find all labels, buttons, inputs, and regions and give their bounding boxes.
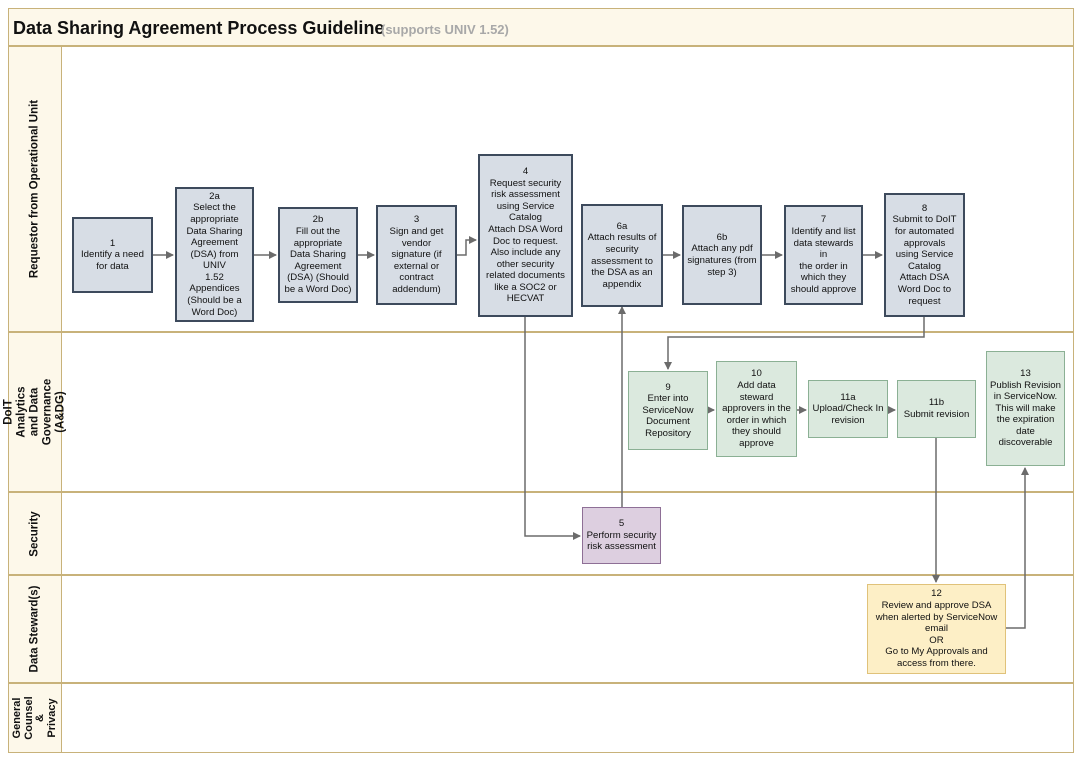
lane-header: Requestor from Operational Unit xyxy=(9,47,62,331)
step-13: 13 Publish Revision in ServiceNow. This … xyxy=(986,351,1065,466)
lane-general-counsel: General Counsel & Privacy xyxy=(8,683,1074,753)
step-number: 12 xyxy=(931,588,942,600)
page-subtitle: (supports UNIV 1.52) xyxy=(381,22,509,37)
lane-header: General Counsel & Privacy xyxy=(9,684,62,752)
lane-header: Security xyxy=(9,493,62,574)
lane-label-security: Security xyxy=(28,510,41,557)
step-5: 5 Perform security risk assessment xyxy=(582,507,661,564)
step-7: 7 Identify and list data stewards in the… xyxy=(784,205,863,305)
step-number: 6b xyxy=(716,231,728,243)
step-text: Perform security risk assessment xyxy=(586,529,657,553)
step-number: 2a xyxy=(209,190,220,202)
step-text: Review and approve DSA when alerted by S… xyxy=(875,600,998,669)
step-6b: 6b Attach any pdf signatures (from step … xyxy=(682,205,762,305)
step-4: 4 Request security risk assessment using… xyxy=(478,154,573,317)
step-number: 11b xyxy=(928,397,945,409)
step-10: 10 Add data steward approvers in the ord… xyxy=(716,361,797,457)
lane-header: DoIT Analytics and Data Governance (A&DG… xyxy=(3,333,67,491)
step-text: Submit to DoIT for automated approvals u… xyxy=(892,214,957,307)
step-11b: 11b Submit revision xyxy=(897,380,976,438)
step-number: 7 xyxy=(820,214,827,226)
step-number: 1 xyxy=(109,237,116,249)
step-3: 3 Sign and get vendor signature (if exte… xyxy=(376,205,457,305)
step-12: 12 Review and approve DSA when alerted b… xyxy=(867,584,1006,674)
step-6a: 6a Attach results of security assessment… xyxy=(581,204,663,307)
lane-label-adg: DoIT Analytics and Data Governance (A&DG… xyxy=(2,378,67,446)
step-text: Add data steward approvers in the order … xyxy=(722,380,791,449)
step-number: 13 xyxy=(1020,367,1031,379)
step-number: 5 xyxy=(618,518,625,530)
step-text: Attach any pdf signatures (from step 3) xyxy=(687,243,757,278)
step-2a: 2a Select the appropriate Data Sharing A… xyxy=(175,187,254,322)
lane-security: Security xyxy=(8,492,1074,575)
lane-header: Data Steward(s) xyxy=(9,576,62,682)
step-11a: 11a Upload/Check In revision xyxy=(808,380,888,438)
lane-label-data-stewards: Data Steward(s) xyxy=(28,585,41,673)
lane-label-requestor: Requestor from Operational Unit xyxy=(28,99,41,279)
page-title: Data Sharing Agreement Process Guideline xyxy=(13,18,385,38)
step-number: 8 xyxy=(921,202,928,214)
step-number: 4 xyxy=(522,165,529,177)
step-text: Publish Revision in ServiceNow. This wil… xyxy=(990,379,1061,449)
step-text: Select the appropriate Data Sharing Agre… xyxy=(186,202,243,318)
step-text: Upload/Check In revision xyxy=(812,403,884,426)
lane-label-general-counsel: General Counsel & Privacy xyxy=(11,696,58,740)
step-number: 3 xyxy=(413,214,420,226)
step-number: 6a xyxy=(616,220,628,232)
step-1: 1 Identify a need for data xyxy=(72,217,153,293)
step-number: 10 xyxy=(751,368,762,380)
step-9: 9 Enter into ServiceNow Document Reposit… xyxy=(628,371,708,450)
step-2b: 2b Fill out the appropriate Data Sharing… xyxy=(278,207,358,303)
step-number: 2b xyxy=(312,214,324,226)
step-text: Identify and list data stewards in the o… xyxy=(790,226,857,295)
step-text: Sign and get vendor signature (if extern… xyxy=(389,226,444,295)
title-bar: Data Sharing Agreement Process Guideline… xyxy=(8,8,1074,46)
step-number: 11a xyxy=(840,391,856,403)
step-text: Attach results of security assessment to… xyxy=(587,232,657,290)
step-text: Fill out the appropriate Data Sharing Ag… xyxy=(284,226,352,295)
step-8: 8 Submit to DoIT for automated approvals… xyxy=(884,193,965,317)
step-number: 9 xyxy=(665,381,671,393)
step-text: Submit revision xyxy=(903,409,970,420)
step-text: Enter into ServiceNow Document Repositor… xyxy=(642,393,694,439)
step-text: Identify a need for data xyxy=(81,249,144,272)
step-text: Request security risk assessment using S… xyxy=(486,177,565,305)
